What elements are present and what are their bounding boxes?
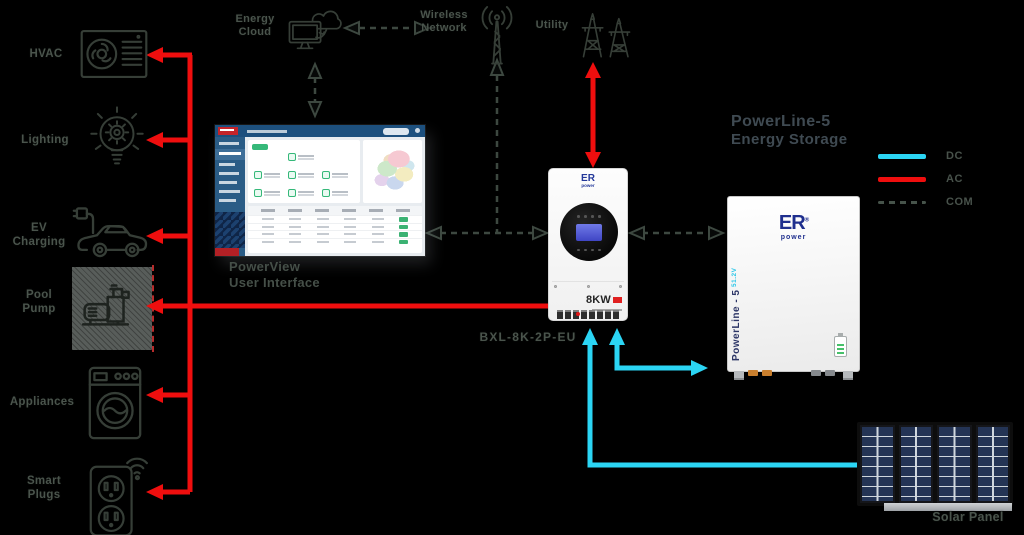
powerview-table bbox=[248, 206, 422, 253]
energy-cloud-label: Energy Cloud bbox=[235, 13, 275, 38]
utility-label: Utility bbox=[535, 19, 569, 31]
powerview-caption-line2: User Interface bbox=[229, 274, 320, 290]
legend-ac-line bbox=[878, 176, 926, 182]
com-arrow-cloud bbox=[342, 20, 360, 36]
com-arrow-up-wireless bbox=[489, 57, 505, 76]
dc-arrow-into-inverter bbox=[609, 328, 625, 345]
inverter-terminal-red-dot bbox=[576, 312, 580, 316]
battery-foot-left bbox=[734, 371, 744, 380]
legend-ac-label: AC bbox=[946, 173, 963, 185]
utility-icon bbox=[576, 2, 636, 60]
legend-item-dc: DC bbox=[878, 149, 1008, 163]
powerview-sidebar-badge bbox=[215, 248, 239, 256]
battery-terminals-right bbox=[811, 370, 835, 376]
com-arrow-down-powerview bbox=[307, 101, 323, 119]
powerview-map bbox=[363, 140, 422, 203]
lighting-icon bbox=[84, 104, 150, 174]
battery-terminals-left bbox=[748, 370, 772, 376]
inverter-display-ring bbox=[560, 203, 618, 261]
battery-brand-logo: ER® power bbox=[728, 213, 859, 241]
battery-side-text: PowerLine - 5 51.2V bbox=[731, 268, 742, 361]
legend-com-line bbox=[878, 200, 926, 204]
load-label-appliances: Appliances bbox=[9, 396, 75, 408]
ac-arrow-appliances bbox=[146, 387, 163, 403]
inverter-image: ER power 8KW bbox=[548, 168, 628, 321]
legend-item-com: COM bbox=[878, 195, 1008, 209]
inverter-brand-logo: ER power bbox=[549, 174, 627, 189]
pool-pump-icon bbox=[72, 265, 154, 352]
appliances-icon bbox=[86, 364, 144, 442]
battery-title: PowerLine-5 Energy Storage bbox=[731, 113, 881, 148]
powerview-sidebar-active-item bbox=[215, 149, 245, 160]
inverter-lcd-screen bbox=[576, 224, 602, 241]
ac-arrow-smart-plugs bbox=[146, 484, 163, 500]
inverter-brand-sub: power bbox=[581, 183, 595, 188]
powerview-nav-text bbox=[247, 130, 287, 133]
inverter-rating-red-tag bbox=[613, 297, 622, 303]
inverter-model-label: BXL-8K-2P-EU bbox=[479, 330, 577, 344]
battery-title-line2: Energy Storage bbox=[731, 131, 848, 148]
powerview-stats-card bbox=[248, 140, 360, 203]
hvac-icon bbox=[78, 26, 150, 82]
inverter-rating-text: 8KW bbox=[585, 294, 611, 306]
dc-arrow-solar-inverter bbox=[582, 328, 598, 345]
powerview-user-pill bbox=[383, 127, 409, 135]
com-arrow-inverter-right bbox=[627, 225, 645, 241]
legend-com-label: COM bbox=[946, 196, 974, 208]
ac-arrow-to-utility bbox=[585, 62, 601, 78]
load-label-pool-pump: Pool Pump bbox=[22, 289, 56, 315]
powerview-logo bbox=[218, 127, 238, 135]
legend-dc-line bbox=[878, 153, 926, 159]
battery-brand-text: ER® bbox=[778, 212, 809, 234]
battery-image: ER® power PowerLine - 5 51.2V bbox=[727, 196, 860, 380]
battery-brand-sub: power bbox=[780, 234, 807, 241]
powerview-header-bar bbox=[215, 125, 425, 137]
load-label-smart-plugs: Smart Plugs bbox=[26, 475, 62, 501]
load-label-ev-charging: EV Charging bbox=[12, 222, 66, 248]
solar-panel-image bbox=[857, 422, 1013, 506]
ac-arrow-pool-pump bbox=[146, 298, 163, 314]
com-arrow-battery bbox=[708, 225, 726, 241]
wireless-network-icon bbox=[472, 2, 522, 66]
ac-arrow-ev bbox=[146, 228, 163, 244]
powerview-sidebar-photo bbox=[215, 212, 245, 248]
ac-arrow-to-inverter bbox=[585, 152, 601, 168]
dc-line-solar-inverter bbox=[587, 344, 857, 468]
powerview-screenshot bbox=[215, 125, 425, 256]
ev-charging-icon bbox=[70, 202, 156, 264]
battery-foot-right bbox=[843, 371, 853, 380]
energy-cloud-icon bbox=[286, 4, 346, 58]
ac-arrow-hvac bbox=[146, 47, 163, 63]
battery-title-line1: PowerLine-5 bbox=[731, 113, 831, 130]
dc-line-inverter-battery bbox=[614, 344, 694, 371]
battery-side-voltage: 51.2V bbox=[731, 267, 738, 288]
com-arrow-inverter-left bbox=[532, 225, 550, 241]
powerview-caption-line1: PowerView bbox=[229, 259, 301, 274]
battery-level-indicator bbox=[834, 333, 847, 357]
powerview-sidebar bbox=[215, 137, 245, 256]
legend-item-ac: AC bbox=[878, 172, 1008, 186]
legend-dc-label: DC bbox=[946, 150, 963, 162]
ac-arrow-lighting bbox=[146, 132, 163, 148]
dc-arrow-into-battery bbox=[691, 360, 708, 376]
gear-icon bbox=[415, 128, 420, 133]
solar-panel-rail bbox=[884, 503, 1012, 511]
inverter-brand-text: ER bbox=[581, 173, 595, 184]
powerview-caption: PowerView User Interface bbox=[229, 259, 320, 290]
inverter-terminals bbox=[549, 308, 627, 320]
load-label-hvac: HVAC bbox=[29, 48, 63, 60]
battery-side-model: PowerLine - 5 bbox=[731, 289, 742, 361]
com-arrow-up-cloud bbox=[307, 61, 323, 79]
com-arrow-powerview bbox=[424, 225, 442, 241]
com-arrow-wireless bbox=[414, 20, 432, 36]
solar-panel-label: Solar Panel bbox=[932, 510, 1004, 524]
smart-plugs-icon bbox=[82, 450, 152, 535]
load-label-lighting: Lighting bbox=[21, 134, 69, 146]
wireless-network-label: Wireless Network bbox=[420, 9, 468, 34]
